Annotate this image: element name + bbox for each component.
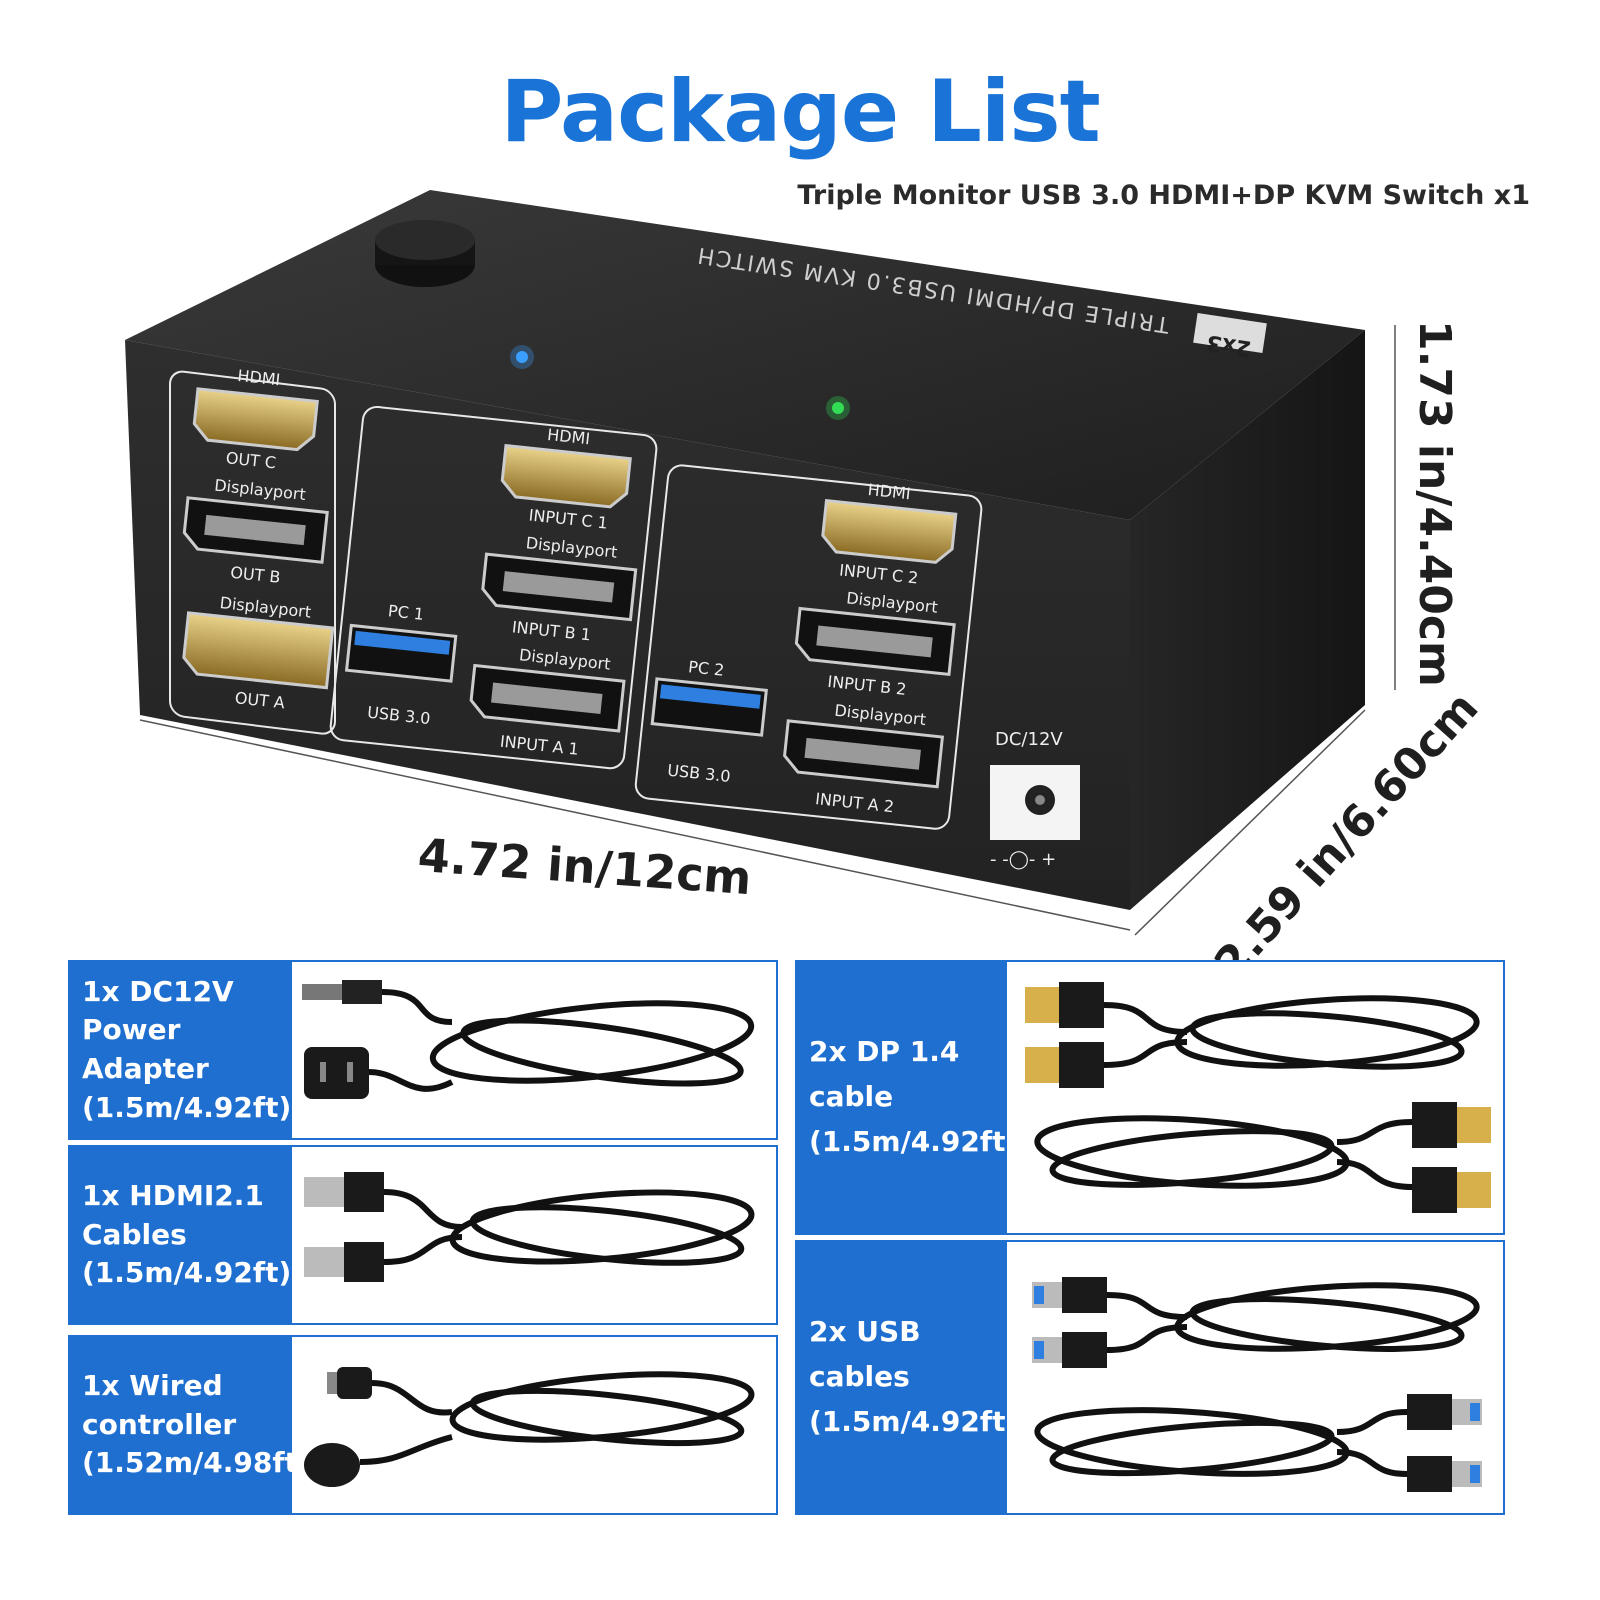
controller-panel: 1x Wired controller (1.52m/4.98ft) <box>68 1335 778 1515</box>
device-side-face <box>1130 330 1365 910</box>
controller-image <box>304 1367 755 1487</box>
port-input-c1 <box>500 443 632 509</box>
svg-text:HDMI: HDMI <box>546 425 591 448</box>
dimension-height: 1.73 in/4.40cm <box>1409 320 1460 687</box>
model-badge-box <box>1193 312 1267 354</box>
page-title: Package List <box>500 62 1100 162</box>
hdmi-cable-image <box>304 1172 755 1282</box>
switch-knob-top <box>375 220 475 260</box>
kvm-switch-illustration: TRIPLE DP/HDMI USB3.0 KVM SWITCH 2x3 HDM… <box>125 190 1396 936</box>
svg-text:HDMI: HDMI <box>867 480 912 503</box>
dp-cable-image <box>1025 982 1491 1213</box>
usb-cable-panel: 2x USB cables (1.5m/4.92ft) <box>795 1240 1505 1515</box>
product-subtitle: Triple Monitor USB 3.0 HDMI+DP KVM Switc… <box>797 180 1530 211</box>
led-pc1 <box>516 351 528 363</box>
power-adapter-image <box>302 980 755 1099</box>
power-adapter-label: 1x DC12V Power Adapter (1.5m/4.92ft) <box>70 962 292 1138</box>
controller-label: 1x Wired controller (1.52m/4.98ft) <box>70 1337 311 1513</box>
usb-cable-image <box>1032 1277 1482 1492</box>
port-out-c: HDMI OUT C <box>192 366 319 472</box>
hdmi-cable-label: 1x HDMI2.1 Cables (1.5m/4.92ft) <box>70 1147 292 1323</box>
dc-label: DC/12V <box>995 729 1063 750</box>
port-out-a: Displayport OUT A <box>182 593 335 712</box>
dp-cable-panel: 2x DP 1.4 cable (1.5m/4.92ft) <box>795 960 1505 1235</box>
hdmi-cable-panel: 1x HDMI2.1 Cables (1.5m/4.92ft) <box>68 1145 778 1325</box>
dp-cable-label: 2x DP 1.4 cable (1.5m/4.92ft) <box>797 962 1018 1233</box>
usb-cable-label: 2x USB cables (1.5m/4.92ft) <box>797 1242 1018 1513</box>
port-input-c2 <box>821 498 958 564</box>
power-adapter-panel: 1x DC12V Power Adapter (1.5m/4.92ft) <box>68 960 778 1140</box>
svg-text:- -◯- +: - -◯- + <box>990 849 1056 870</box>
svg-text:PC 2: PC 2 <box>687 657 725 680</box>
svg-text:HDMI: HDMI <box>237 366 282 389</box>
svg-text:PC 1: PC 1 <box>387 601 425 624</box>
led-pc2 <box>832 402 844 414</box>
